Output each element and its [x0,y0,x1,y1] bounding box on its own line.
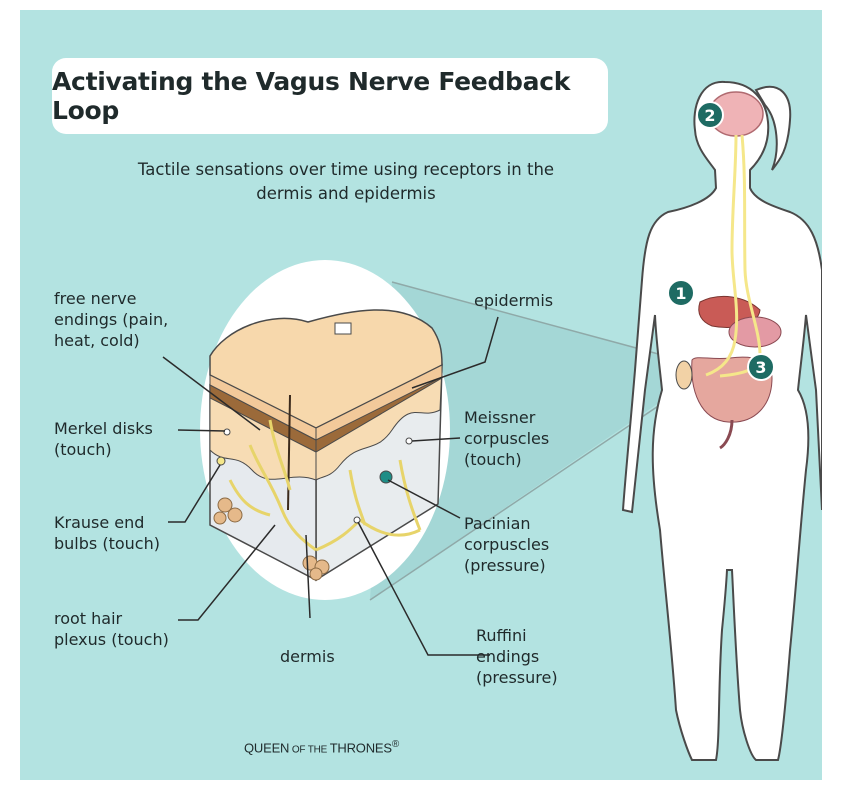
label-meissner-corpuscles: Meissner corpuscles (touch) [464,407,549,470]
label-root-hair-plexus: root hair plexus (touch) [54,608,169,650]
label-free-nerve-line-2: endings (pain, [54,309,168,330]
label-pacinian-corpuscles: Pacinian corpuscles (pressure) [464,513,549,576]
brand-logo: QUEEN OF THE THRONES® [244,739,399,755]
label-pacinian-line-2: corpuscles [464,534,549,555]
meissner-receptor [406,438,412,444]
label-ruffini-endings: Ruffini endings (pressure) [476,625,558,688]
label-ruffini-line-3: (pressure) [476,667,558,688]
infographic-canvas: 1 2 3 Activating the Vagus Nerve Feedbac… [20,10,822,780]
label-krause-end-bulbs: Krause end bulbs (touch) [54,512,160,554]
label-krause-line-2: bulbs (touch) [54,533,160,554]
label-free-nerve-endings: free nerve endings (pain, heat, cold) [54,288,168,351]
label-merkel-line-2: (touch) [54,439,153,460]
body-silhouette [623,82,822,760]
diagram-subtitle: Tactile sensations over time using recep… [110,158,582,206]
label-ruffini-line-2: endings [476,646,558,667]
diagram-title: Activating the Vagus Nerve Feedback Loop [52,67,608,125]
label-merkel-line-1: Merkel disks [54,418,153,439]
label-merkel-disks: Merkel disks (touch) [54,418,153,460]
label-root-hair-line-1: root hair [54,608,169,629]
skin-top-tag [335,323,351,334]
label-dermis: dermis [280,646,335,667]
label-meissner-line-3: (touch) [464,449,549,470]
label-free-nerve-line-1: free nerve [54,288,168,309]
subtitle-line-1: Tactile sensations over time using recep… [110,158,582,182]
label-pacinian-line-3: (pressure) [464,555,549,576]
marker-1: 1 [668,280,694,306]
title-box: Activating the Vagus Nerve Feedback Loop [52,58,608,134]
label-krause-line-1: Krause end [54,512,160,533]
marker-2: 2 [697,102,723,128]
label-free-nerve-line-3: heat, cold) [54,330,168,351]
leader-merkel [178,430,225,431]
subtitle-line-2: dermis and epidermis [110,182,582,206]
marker-3: 3 [748,354,774,380]
brand-registered-mark: ® [392,739,399,750]
brand-part-3: THRONES [330,740,392,755]
svg-text:3: 3 [755,358,766,377]
brand-part-2: OF THE [289,744,329,755]
ruffini-receptor [354,517,360,523]
label-meissner-line-1: Meissner [464,407,549,428]
side-skin-patch [676,361,692,389]
svg-text:1: 1 [675,284,686,303]
merkel-disk-receptor [224,429,230,435]
label-pacinian-line-1: Pacinian [464,513,549,534]
label-ruffini-line-1: Ruffini [476,625,558,646]
krause-receptor [217,457,225,465]
label-epidermis: epidermis [474,290,553,311]
label-meissner-line-2: corpuscles [464,428,549,449]
svg-text:2: 2 [704,106,715,125]
label-root-hair-line-2: plexus (touch) [54,629,169,650]
brand-part-1: QUEEN [244,740,289,755]
